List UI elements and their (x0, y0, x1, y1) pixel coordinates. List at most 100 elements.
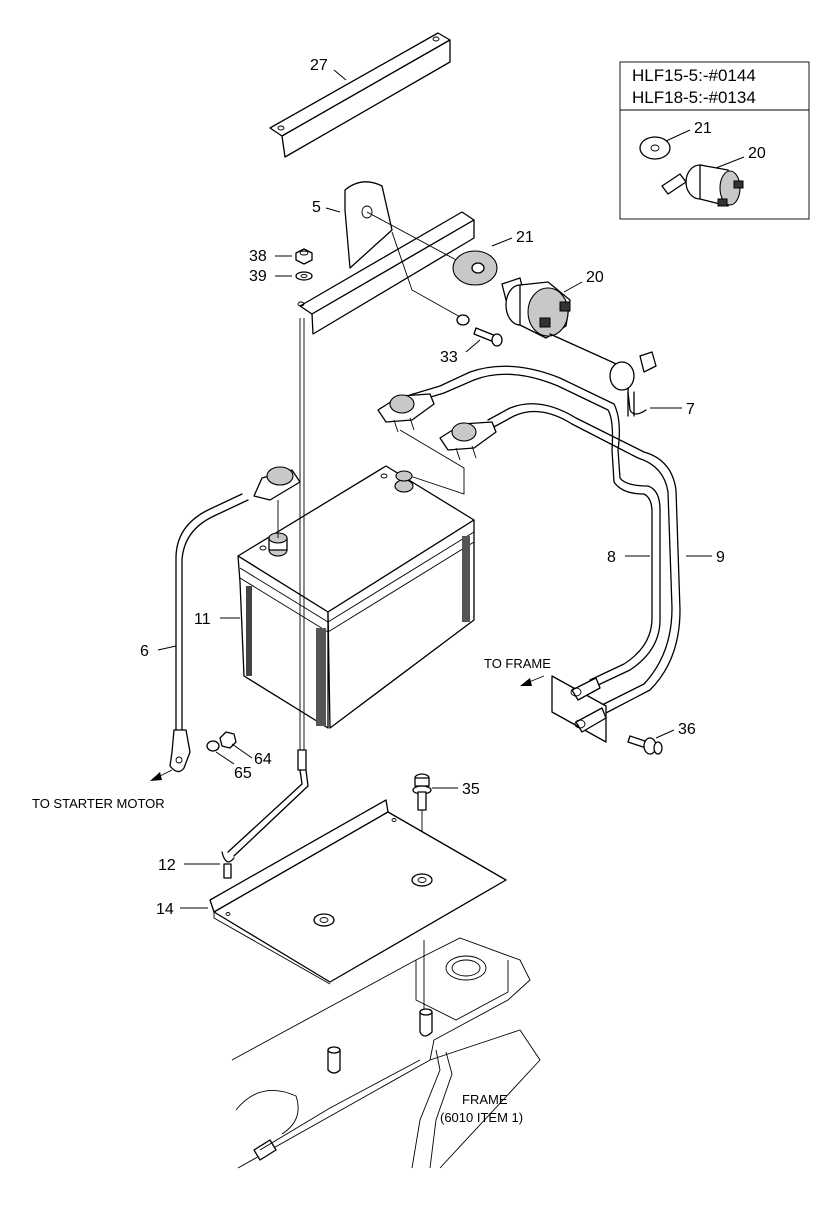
battery-side (327, 519, 475, 729)
inset-switch-key (661, 173, 687, 195)
callout-35: 35 (462, 781, 480, 798)
cable-9 (487, 403, 681, 715)
note-to-frame: TO FRAME (484, 656, 551, 671)
cable-9-lug (575, 707, 607, 733)
battery-corner-shade-a (246, 586, 252, 676)
battery-corner-shade-c (462, 536, 470, 622)
frame-stud-a-top (419, 1008, 433, 1016)
callout-39: 39 (249, 268, 267, 285)
bracket-5 (297, 181, 475, 335)
tray-hole-b-inner (319, 917, 329, 923)
inset-serial-line-1: HLF15-5:-#0144 (632, 66, 756, 85)
tray-floor (213, 811, 507, 983)
inset-washer-21 (639, 136, 671, 160)
washer-65 (206, 740, 220, 752)
frame-bracket (253, 1139, 277, 1161)
terminal-clamp-negative (439, 421, 497, 461)
bolt-35-head (414, 777, 430, 787)
frame-cutout (235, 1089, 299, 1135)
washer-39-hole (300, 274, 308, 278)
inset-panel: HLF15-5:-#0144 HLF18-5:-#0134 21 20 (619, 61, 810, 220)
rod-12-lower-a (227, 769, 303, 853)
leader-20 (563, 281, 583, 293)
cable-6-wire-a (181, 499, 249, 731)
battery-post-positive (394, 479, 414, 493)
bracket-5-plate (344, 181, 393, 269)
bolt-33 (473, 327, 503, 347)
cable-ground-lugs (570, 677, 607, 733)
cable-7-boot (609, 361, 635, 391)
cable-7 (549, 333, 657, 417)
inset-serial-line-2: HLF18-5:-#0134 (632, 88, 756, 107)
frame-stud-b (327, 1050, 341, 1074)
note-to-starter-motor: TO STARTER MOTOR (32, 796, 165, 811)
callout-7: 7 (686, 401, 695, 418)
battery-corner-shade-b (316, 628, 326, 726)
nut-38-hole (299, 250, 309, 256)
tray-hole-a (411, 873, 433, 887)
bolt-35 (412, 773, 432, 880)
bracket-27-side (281, 39, 451, 158)
bracket-27-hole-a (277, 125, 285, 131)
switch-20-terminal-a (559, 301, 571, 312)
leader-33 (465, 339, 481, 353)
frame-pocket (415, 960, 509, 1021)
bolt-36 (627, 735, 663, 755)
arrow-to-frame-head (520, 678, 532, 686)
bracket-5-arm-hole (297, 301, 305, 307)
alignment-line-21 (366, 211, 461, 263)
battery-lid-edge (239, 531, 475, 623)
callout-6: 6 (140, 643, 149, 660)
inset-leader-20 (715, 156, 745, 169)
callout-14: 14 (156, 901, 174, 918)
arrow-to-starter-head (150, 772, 162, 781)
bolt-35-shank (417, 791, 427, 811)
bracket-5-arm-side (311, 219, 475, 335)
cable-7-lead (627, 391, 635, 417)
tray-hole-d (391, 818, 397, 822)
callout-20: 20 (586, 269, 604, 286)
frame-rail (259, 1059, 421, 1151)
battery-post-positive-top (395, 470, 413, 482)
callout-12: 12 (158, 857, 176, 874)
inset-washer-hole (650, 144, 660, 152)
note-frame-item: (6010 ITEM 1) (440, 1110, 523, 1125)
alignment-line-20 (391, 231, 463, 319)
switch-20-oring (456, 314, 470, 326)
terminal-clamp-positive (377, 393, 465, 495)
battery-vent-a (259, 545, 267, 551)
battery-11 (237, 465, 475, 729)
battery-tray-14 (209, 799, 507, 985)
leader-27 (333, 69, 347, 81)
cable-8-wire-a (409, 365, 661, 687)
bracket-27-top (269, 32, 451, 137)
frame-pocket-hole-inner (451, 959, 481, 977)
washer-39 (295, 271, 313, 281)
clamp-neg-cap (451, 422, 477, 442)
bolt-33-head (491, 333, 503, 347)
cable-6-lug-hole (175, 756, 183, 764)
battery-front (237, 555, 329, 729)
callout-36: 36 (678, 721, 696, 738)
leader-6 (157, 645, 177, 651)
tray-hole-a-inner (417, 877, 427, 883)
callout-64: 64 (254, 751, 272, 768)
inset-switch-terminal-b (717, 198, 728, 207)
callout-5: 5 (312, 199, 321, 216)
battery-lid-edge-2 (239, 541, 475, 633)
inset-switch-terminal-a (733, 180, 744, 189)
bracket-27-hole-b (432, 36, 440, 42)
rod-12 (221, 318, 309, 879)
clamp-pos-guide (399, 429, 465, 495)
switch-20-terminal-b (539, 317, 551, 328)
inset-callout-20: 20 (748, 145, 766, 162)
frame-stud-a (419, 1012, 433, 1037)
callout-33: 33 (440, 349, 458, 366)
cable-8-wire-b (413, 373, 653, 681)
cable-9-lug-hole (574, 719, 586, 729)
clamp-pos-bolts (393, 417, 415, 433)
frame-lower-edge (237, 1029, 541, 1169)
bolt-36-washer (653, 741, 663, 755)
rod-12-hook (221, 851, 235, 863)
cable-8-lug-hole (570, 687, 582, 697)
